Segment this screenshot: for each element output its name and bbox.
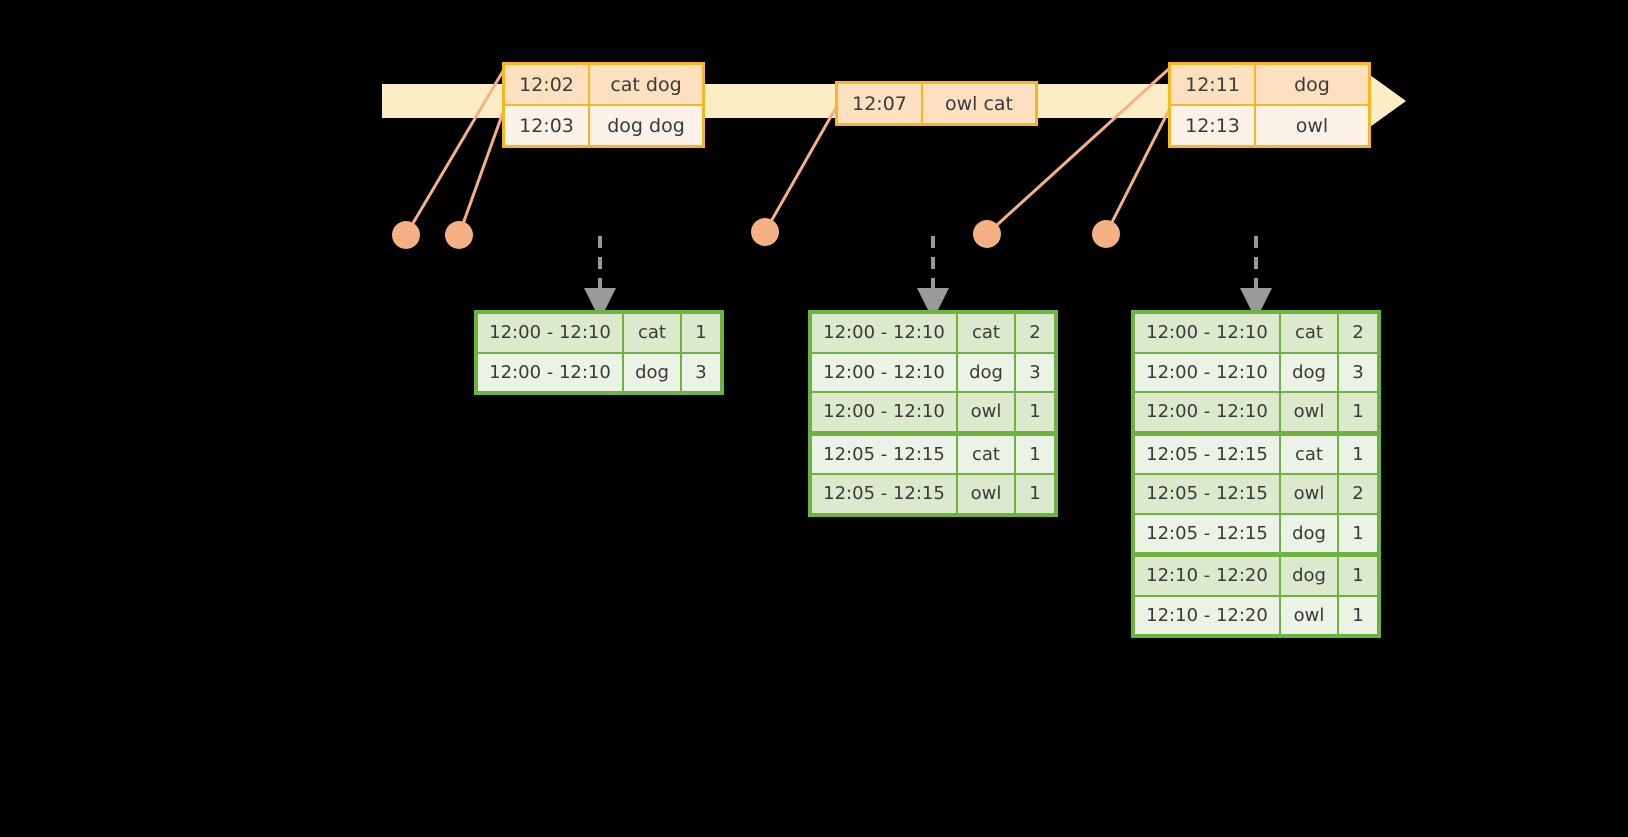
event-time: 12:11 — [1171, 65, 1256, 104]
window-cell: 12:00 - 12:10 — [478, 314, 624, 352]
count-cell: 3 — [1029, 361, 1041, 383]
count-cell: 1 — [1352, 604, 1364, 626]
event-dot — [445, 221, 473, 249]
window-cell: 12:10 - 12:20 — [1135, 557, 1281, 595]
event-time: 12:03 — [505, 106, 590, 145]
key-cell: owl — [958, 475, 1016, 513]
key-cell: cat — [1281, 314, 1339, 352]
event-words: cat dog — [610, 73, 682, 96]
timeline-event-group-1: 12:02 cat dog 12:03 dog dog — [502, 62, 705, 148]
count-cell: 2 — [1352, 483, 1364, 505]
event-words: dog dog — [607, 114, 685, 137]
timeline-event-row: 12:11 dog — [1171, 65, 1368, 104]
key-cell: owl — [1281, 475, 1339, 513]
count-cell: 1 — [1029, 443, 1041, 465]
timeline-event-row: 12:02 cat dog — [505, 65, 702, 104]
event-dot — [751, 218, 779, 246]
window-cell: 12:00 - 12:10 — [1135, 314, 1281, 352]
event-words: owl — [1295, 114, 1329, 137]
event-dot — [973, 220, 1001, 248]
key-cell: cat — [958, 314, 1016, 352]
key-cell: owl — [1281, 596, 1339, 634]
window-cell: 12:05 - 12:15 — [812, 435, 958, 473]
event-time: 12:07 — [838, 84, 923, 123]
window-cell: 12:00 - 12:10 — [478, 353, 624, 391]
key-cell: owl — [1281, 393, 1339, 431]
count-cell: 1 — [1029, 401, 1041, 423]
window-cell: 12:05 - 12:15 — [1135, 475, 1281, 513]
timeline-event-row: 12:13 owl — [1171, 104, 1368, 145]
count-cell: 2 — [1352, 322, 1364, 344]
count-cell: 1 — [1029, 483, 1041, 505]
key-cell: cat — [958, 435, 1016, 473]
count-cell: 1 — [695, 322, 707, 344]
window-cell: 12:05 - 12:15 — [1135, 514, 1281, 552]
timeline-arrowhead-icon — [1370, 75, 1406, 127]
event-dot — [1092, 220, 1120, 248]
window-cell: 12:00 - 12:10 — [812, 314, 958, 352]
key-cell: dog — [1281, 353, 1339, 391]
key-cell: dog — [1281, 514, 1339, 552]
key-cell: cat — [624, 314, 682, 352]
timeline-event-row: 12:03 dog dog — [505, 104, 702, 145]
event-words: owl cat — [944, 92, 1014, 115]
count-cell: 3 — [695, 361, 707, 383]
count-cell: 3 — [1352, 361, 1364, 383]
key-cell: dog — [1281, 557, 1339, 595]
count-cell: 1 — [1352, 522, 1364, 544]
count-cell: 1 — [1352, 565, 1364, 587]
count-cell: 2 — [1029, 322, 1041, 344]
key-cell: dog — [624, 353, 682, 391]
timeline-event-group-3: 12:11 dog 12:13 owl — [1168, 62, 1371, 148]
window-cell: 12:00 - 12:10 — [1135, 393, 1281, 431]
window-cell: 12:00 - 12:10 — [812, 353, 958, 391]
window-cell: 12:00 - 12:10 — [1135, 353, 1281, 391]
key-cell: owl — [958, 393, 1016, 431]
window-cell: 12:10 - 12:20 — [1135, 596, 1281, 634]
count-cell: 1 — [1352, 443, 1364, 465]
key-cell: dog — [958, 353, 1016, 391]
event-time: 12:02 — [505, 65, 590, 104]
timeline-event-row: 12:07 owl cat — [838, 84, 1035, 123]
count-cell: 1 — [1352, 401, 1364, 423]
window-cell: 12:00 - 12:10 — [812, 393, 958, 431]
event-time: 12:13 — [1171, 106, 1256, 145]
window-cell: 12:05 - 12:15 — [1135, 435, 1281, 473]
event-words: dog — [1294, 73, 1330, 96]
window-cell: 12:05 - 12:15 — [812, 475, 958, 513]
key-cell: cat — [1281, 435, 1339, 473]
timeline-event-group-2: 12:07 owl cat — [835, 81, 1038, 126]
event-dot — [392, 221, 420, 249]
